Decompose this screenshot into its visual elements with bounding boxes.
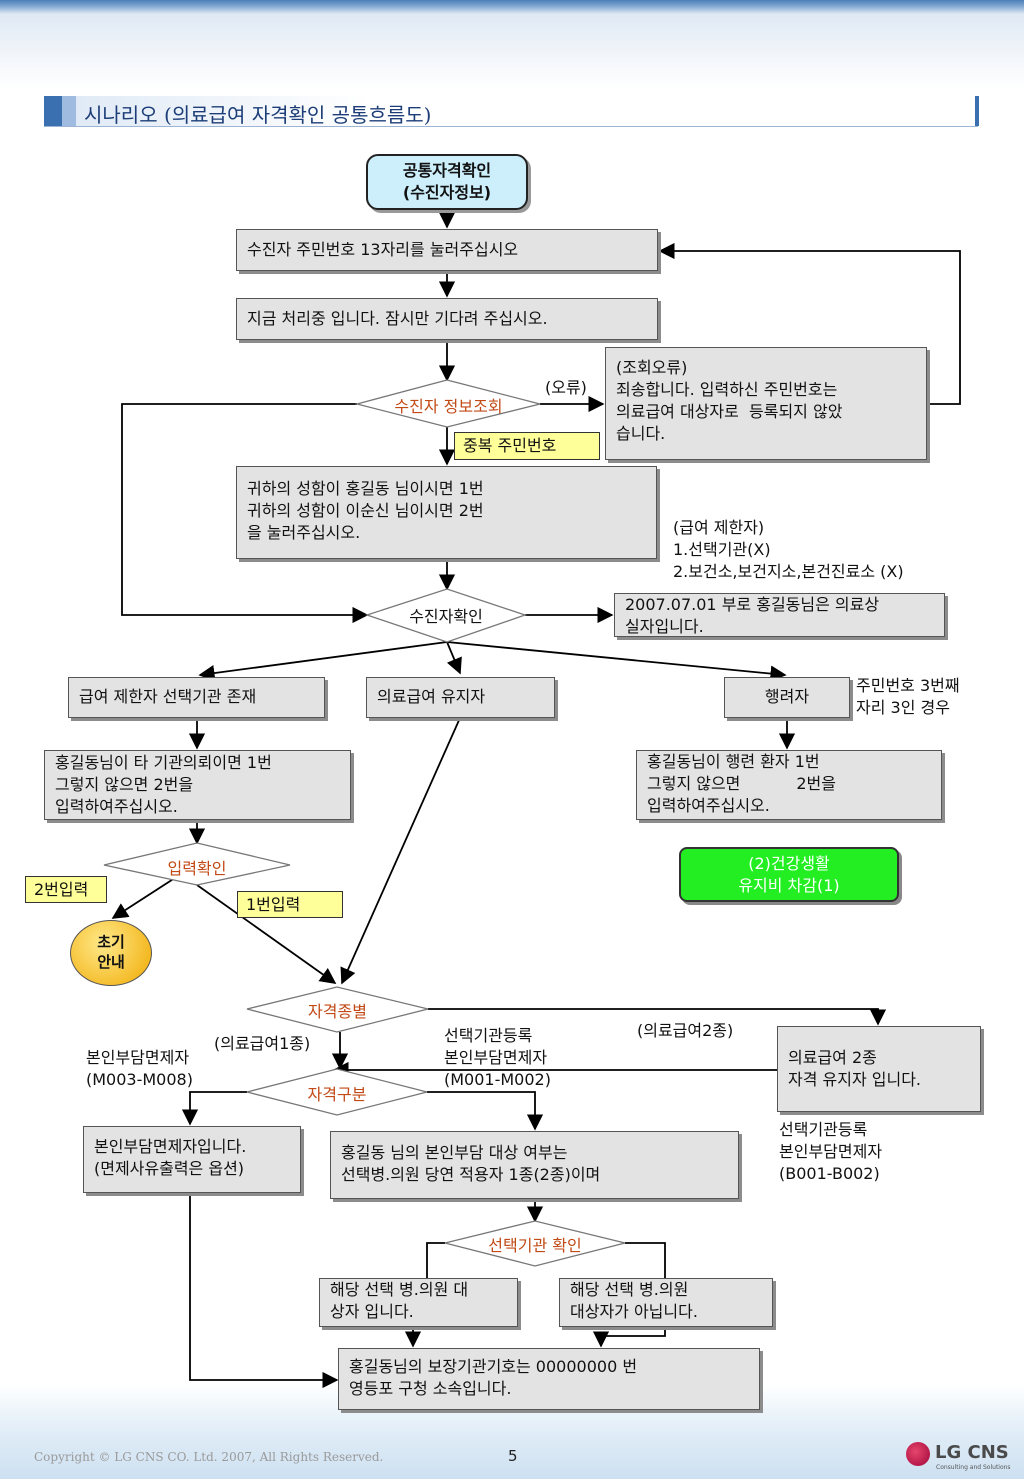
other-institution-box: 홍길동님이 타 기관의뢰이면 1번 그렇지 않으면 2번을 입력하여주십시오. [44,750,351,820]
check-label: 수진자확인 [409,607,483,626]
decision-input-check [103,842,291,886]
title-bar [44,96,978,127]
lg-cns-logo: LG CNS Consulting and Solutions [906,1440,1011,1474]
insurer-box: 홍길동님의 보장기관기호는 00000000 번 영등포 구청 소속입니다. [338,1348,760,1410]
lost-qualification-box: 2007.07.01 부로 홍길동님은 의료상 실자입니다. [614,593,945,637]
decision-check [364,588,528,643]
title-marker [44,96,62,126]
qual-class-label: 자격구분 [307,1085,367,1104]
enter-id-box: 수진자 주민번호 13자리를 눌러주십시오 [236,229,658,271]
restrict-note: (급여 제한자) 1.선택기관(X) 2.보건소,보건지소,본건진료소 (X) [673,518,904,581]
qual-type-label: 자격종별 [308,1002,367,1021]
type2-box: 의료급여 2종 자격 유지자 입니다. [777,1026,981,1112]
decision-qual-class [246,1068,428,1116]
decision-lookup [354,379,541,428]
type2-label: (의료급여2종) [637,1021,734,1040]
type2-note: 선택기관등록 본인부담면제자 (B001-B002) [779,1120,883,1183]
input-1-tag: 1번입력 [237,891,343,918]
copay-box: 홍길동 님의 본인부담 대상 여부는 선택병.의원 당연 적용자 1종(2종)이… [330,1131,739,1199]
decision-qual-type [246,986,429,1033]
processing-box: 지금 처리중 입니다. 잠시만 기다려 주십시오. [236,298,658,340]
lookup-label: 수진자 정보조회 [394,397,503,416]
header-band [0,0,1024,90]
target-box: 해당 선택 병.의원 대 상자 입니다. [319,1278,518,1327]
traveler-box: 행려자 [724,677,850,718]
error-box: (조회오류) 죄송합니다. 입력하신 주민번호는 의료급여 대상자로 등록되지 … [605,347,927,460]
maintain-box: 의료급여 유지자 [366,677,555,718]
duplicate-id-tag: 중복 주민번호 [454,432,600,460]
start-node: 공통자격확인 (수진자정보) [366,154,528,210]
input-2-tag: 2번입력 [25,876,107,903]
title-end-marker [975,96,979,126]
type1-label: (의료급여1종) [214,1034,311,1053]
decision-sel-check [444,1220,626,1267]
exempt-box: 본인부담면제자입니다. (면제사유출력은 옵션) [83,1126,301,1193]
input-check-label: 입력확인 [167,859,227,878]
selected-check-label: 선택기관 확인 [488,1236,582,1255]
health-deduction-box: (2)건강생활 유지비 차감(1) [679,847,899,902]
logo-tagline: Consulting and Solutions [936,1464,1011,1471]
self-exempt-note: 본인부담면제자 (M003-M008) [86,1048,193,1089]
logo-name: LG CNS [935,1442,1009,1463]
page-title: 시나리오 (의료급여 자격확인 공통흐름도) [84,103,432,127]
traveler-note: 주민번호 3번째 자리 3인 경우 [856,676,960,717]
restricted-box: 급여 제한자 선택기관 존재 [68,677,325,718]
initial-guide-node: 초기 안내 [70,920,152,986]
copyright: Copyright © LG CNS CO. Ltd. 2007, All Ri… [34,1450,384,1464]
selected-registration-note: 선택기관등록 본인부담면제자 (M001-M002) [444,1026,551,1089]
name-choice-box: 귀하의 성함이 홍길동 님이시면 1번 귀하의 성함이 이순신 님이시면 2번 … [236,466,657,559]
page-number: 5 [508,1447,518,1465]
error-label: (오류) [545,378,587,397]
title-marker-light [62,96,76,126]
traveler-question-box: 홍길동님이 행련 환자 1번 그렇지 않으면 2번을 입력하여주십시오. [636,750,942,820]
lg-face-icon [906,1442,930,1466]
non-target-box: 해당 선택 병.의원 대상자가 아닙니다. [559,1278,773,1327]
